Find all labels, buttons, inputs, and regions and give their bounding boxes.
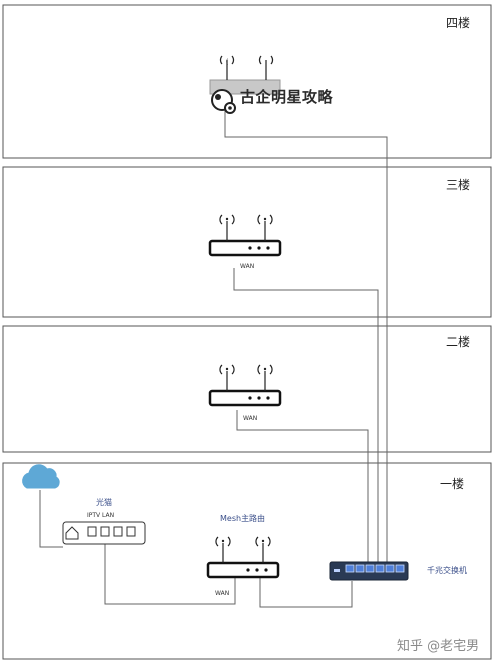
floor-2-router [208, 364, 282, 407]
gigabit-switch [329, 561, 409, 581]
cable-switch-floor4 [224, 108, 388, 564]
floor-1-label: 一楼 [440, 477, 465, 491]
cable-cloud-modem [39, 490, 63, 548]
svg-text:(: ( [226, 59, 228, 65]
optical-modem [62, 521, 146, 545]
main-router-body [206, 561, 280, 579]
watermark-zhihu-text: 知乎 @老宅男 [397, 639, 480, 654]
watermark-logo-icon [211, 89, 236, 114]
modem-lan-label: LAN [102, 512, 115, 519]
main-router [206, 536, 280, 579]
floor-3-box [2, 166, 492, 318]
floor-4-box [2, 4, 492, 159]
modem-label: 光猫 [96, 498, 112, 507]
floor-2-label: 二楼 [446, 335, 471, 349]
main-router-label: Mesh主路由 [220, 514, 266, 523]
cable-modem-router [104, 540, 236, 605]
cable-router-switch [259, 578, 353, 608]
cable-switch-floor3 [233, 268, 379, 564]
cable-switch-floor2 [236, 410, 369, 564]
cables [39, 108, 388, 608]
floor-4-label: 四楼 [446, 16, 471, 30]
floor-1-box [2, 462, 492, 660]
switch-label: 千兆交换机 [427, 566, 467, 575]
floor-3-router-body [208, 239, 282, 257]
watermark-guide-text: 古企明星攻略 [240, 88, 334, 106]
floor-2-router-body [208, 389, 282, 407]
floor-2-wan-label: WAN [243, 415, 258, 422]
floor-2-box [2, 325, 492, 453]
main-router-wan-label: WAN [215, 590, 230, 597]
internet-cloud-icon [22, 464, 60, 489]
modem-home-icon [65, 526, 79, 540]
floor-3-label: 三楼 [446, 178, 471, 192]
floor-3-router [208, 214, 282, 257]
modem-iptv-label: IPTV [87, 512, 101, 519]
floor-3-wan-label: WAN [240, 263, 255, 270]
